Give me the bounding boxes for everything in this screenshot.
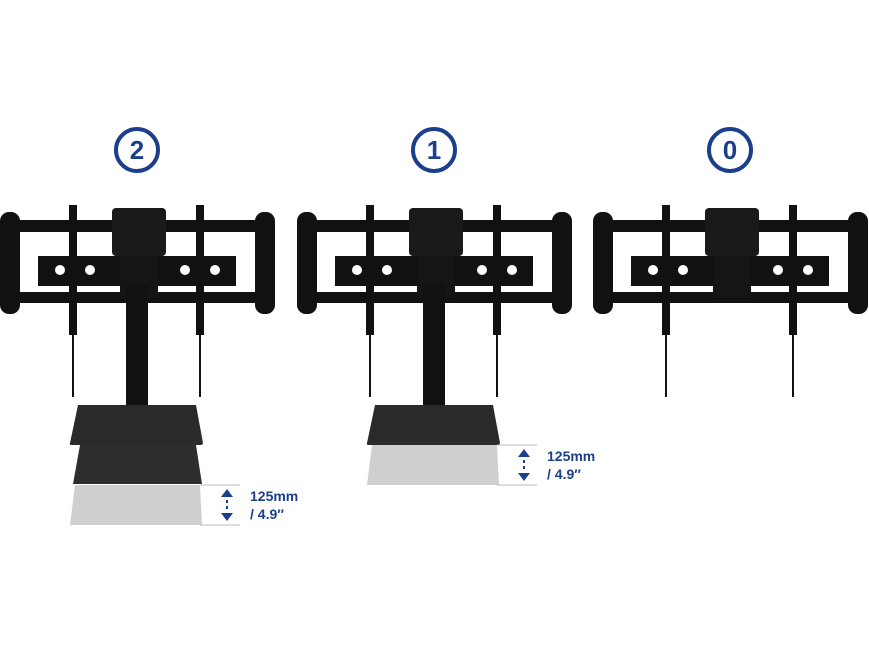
shelf-1 xyxy=(69,405,203,445)
position-badge-number: 0 xyxy=(723,135,737,165)
position-badge-number: 1 xyxy=(427,135,441,165)
position-badge-circle xyxy=(114,127,160,173)
arrow-down-icon xyxy=(518,473,530,481)
measure-mm-label: 125mm xyxy=(250,488,298,504)
ghost-shelf xyxy=(70,485,202,525)
support-column xyxy=(423,285,445,410)
shelf-1 xyxy=(366,405,500,445)
shelf-2 xyxy=(73,445,202,484)
mount-unit-0: 0 xyxy=(593,127,868,397)
arrow-down-icon xyxy=(221,513,233,521)
ghost-shelf xyxy=(367,445,499,485)
measure-mm-label: 125mm xyxy=(547,448,595,464)
position-badge-number: 2 xyxy=(130,135,144,165)
measure-inch-label: / 4.9″ xyxy=(547,466,581,482)
position-badge-circle xyxy=(707,127,753,173)
arrow-up-icon xyxy=(518,449,530,457)
measure-inch-label: / 4.9″ xyxy=(250,506,284,522)
position-badge-circle xyxy=(411,127,457,173)
mount-unit-1: 1 125mm / 4.9″ xyxy=(297,127,595,486)
mount-unit-2: 2 125mm / 4.9″ xyxy=(0,127,298,526)
arrow-up-icon xyxy=(221,489,233,497)
tv-mount-bracket xyxy=(593,205,868,397)
